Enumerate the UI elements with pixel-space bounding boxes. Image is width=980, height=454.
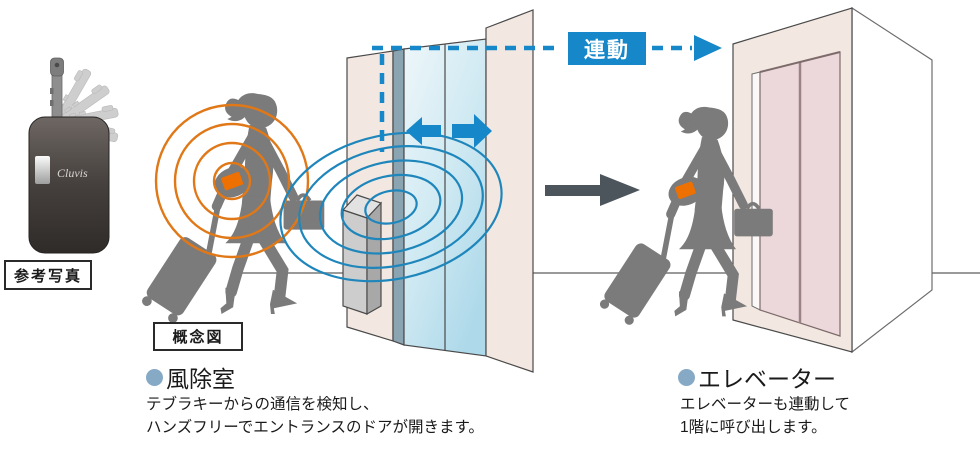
- resident-silhouette-entrance: [139, 93, 324, 325]
- main-key: [50, 57, 64, 125]
- scene-transition-arrow-icon: [545, 174, 640, 206]
- door-slide-arrows-icon: [406, 114, 492, 148]
- elevator-heading: エレベーター: [678, 360, 836, 394]
- entrance-door-frame: [392, 48, 405, 346]
- entrance-structure: [346, 9, 534, 373]
- concept-diagram-label-text: 概念図: [172, 329, 224, 346]
- elevator-description: エレベーターも連動して 1階に呼び出します。: [680, 393, 850, 439]
- vestibule-description-line2: ハンズフリーでエントランスのドアが開きます。: [146, 419, 484, 436]
- fob-brand-text: Cluvis: [57, 166, 88, 180]
- handsfree-key-tag: [675, 181, 696, 199]
- linkage-badge: 連動: [568, 32, 646, 65]
- vestibule-description-line1: テブラキーからの通信を検知し、: [146, 396, 379, 413]
- resident-silhouette-elevator: [597, 107, 772, 327]
- elevator-opening-edge: [751, 71, 761, 311]
- elevator-description-line2: 1階に呼び出します。: [680, 419, 827, 436]
- key-fob-photo: Cluvis: [28, 57, 120, 254]
- elevator-side-wall: [851, 6, 933, 354]
- elevator-structure: [732, 6, 933, 354]
- elevator-description-line1: エレベーターも連動して: [680, 396, 851, 413]
- linkage-dashed-line: [372, 45, 692, 152]
- fob-label-plate: [35, 156, 50, 184]
- bullet-icon: [678, 368, 695, 386]
- key-signal-waves: [154, 103, 310, 259]
- vestibule-heading-text: 風除室: [166, 367, 235, 392]
- sensor-signal-waves: [279, 131, 503, 283]
- handsfree-key-tag: [221, 171, 244, 191]
- vestibule-description: テブラキーからの通信を検知し、 ハンズフリーでエントランスのドアが開きます。: [146, 393, 484, 439]
- bullet-icon: [146, 368, 163, 386]
- linkage-arrowhead-icon: [694, 35, 722, 61]
- linkage-badge-text: 連動: [584, 38, 630, 62]
- key-fob-body: [28, 116, 110, 254]
- vestibule-heading: 風除室: [146, 360, 235, 394]
- entrance-front-wall: [485, 9, 534, 373]
- concept-diagram-label: 概念図: [153, 322, 243, 351]
- reference-photo-label: 参考写真: [4, 260, 92, 290]
- elevator-heading-text: エレベーター: [698, 367, 836, 392]
- reference-photo-label-text: 参考写真: [13, 267, 82, 285]
